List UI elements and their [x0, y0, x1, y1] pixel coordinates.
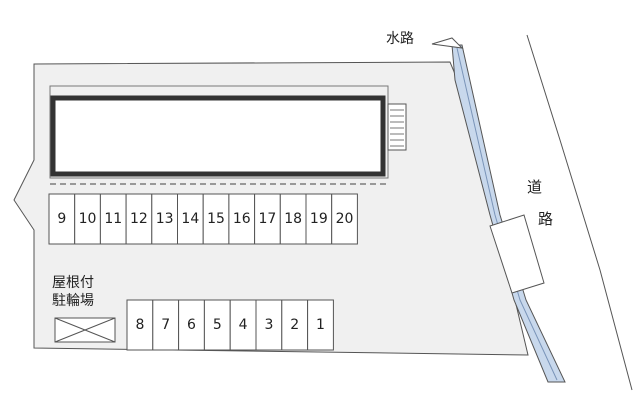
parking-space-number: 7 — [161, 317, 171, 333]
bike-parking-label-line-1: 屋根付 — [52, 275, 94, 291]
stairs — [387, 103, 407, 151]
parking-row-upper — [48, 193, 358, 245]
waterway-label: 水路 — [386, 31, 414, 47]
parking-space-number: 13 — [155, 211, 174, 227]
parking-space-19 — [305, 193, 333, 245]
road-edge — [526, 34, 633, 391]
parking-space-number: 15 — [207, 211, 225, 227]
parking-space-number: 8 — [135, 317, 145, 333]
parking-space-number: 6 — [187, 317, 196, 333]
parking-space-number: 14 — [181, 211, 200, 227]
waterway-pointer — [431, 37, 464, 49]
parking-space-3 — [255, 299, 283, 351]
bike-parking-label: 屋根付 駐輪場 — [52, 274, 94, 310]
parking-space-number: 11 — [104, 211, 123, 227]
parking-space-number: 1 — [316, 317, 325, 333]
parking-space-4 — [229, 299, 257, 351]
parking-space-12 — [125, 193, 153, 245]
parking-space-15 — [202, 193, 230, 245]
parking-space-5 — [203, 299, 231, 351]
parking-space-number: 2 — [290, 317, 300, 333]
parking-space-number: 10 — [78, 211, 97, 227]
parking-space-number: 17 — [258, 211, 277, 227]
parking-space-number: 3 — [264, 317, 274, 333]
parking-row-lower — [126, 299, 334, 351]
parking-space-number: 18 — [284, 211, 303, 227]
road-label-char-2: 路 — [538, 210, 554, 228]
parking-space-2 — [281, 299, 309, 351]
parking-space-10 — [74, 193, 101, 245]
parking-space-number: 9 — [57, 211, 67, 227]
parking-space-number: 19 — [309, 211, 328, 227]
parking-space-7 — [152, 299, 180, 351]
bike-parking-label-line-2: 駐輪場 — [52, 293, 94, 309]
waterway-channel — [451, 44, 566, 383]
parking-space-20 — [331, 193, 358, 245]
building — [50, 95, 386, 177]
parking-space-9 — [48, 193, 76, 245]
parking-space-number: 5 — [212, 317, 222, 333]
parking-space-number: 12 — [130, 211, 148, 227]
parking-space-13 — [151, 193, 179, 245]
parking-space-16 — [228, 193, 256, 245]
parking-space-number: 4 — [238, 317, 248, 333]
parking-space-17 — [254, 193, 281, 245]
road-label-char-1: 道 — [527, 178, 543, 196]
parking-space-11 — [99, 193, 127, 245]
parking-space-14 — [177, 193, 204, 245]
bike-parking-cross — [54, 317, 116, 343]
stairs-steps — [390, 109, 404, 147]
bridge — [489, 214, 545, 294]
parking-space-number: 20 — [335, 211, 354, 227]
parking-space-6 — [178, 299, 205, 351]
parking-space-number: 16 — [232, 211, 251, 227]
parking-space-8 — [126, 299, 154, 351]
parking-space-1 — [307, 299, 334, 351]
